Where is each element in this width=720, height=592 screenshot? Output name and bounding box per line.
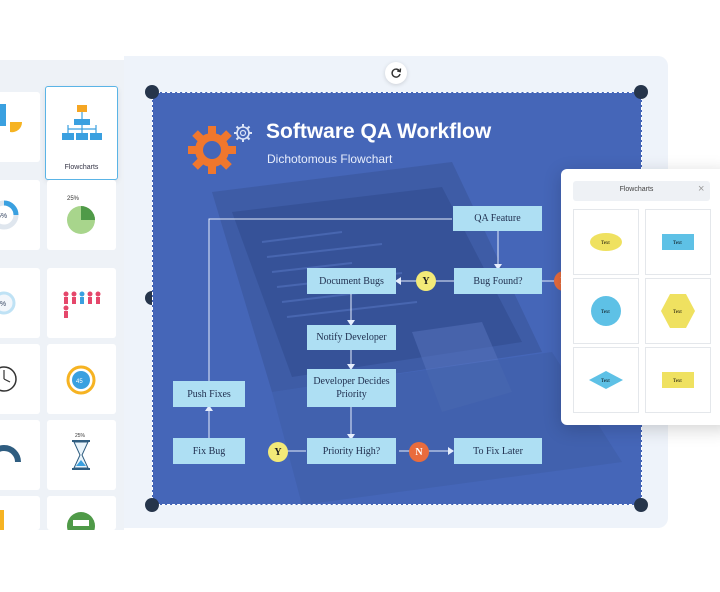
hourglass-label: 25%: [75, 433, 86, 439]
template-tile-flowcharts[interactable]: Flowcharts: [45, 86, 118, 180]
template-tile-pie[interactable]: 25%: [47, 180, 116, 250]
gauge-label: 5%: [0, 301, 6, 308]
circle-shape-icon: Text: [591, 296, 621, 326]
resize-handle-top-right[interactable]: [634, 85, 648, 99]
shape-label: Text: [673, 310, 682, 315]
rectangle-shape-icon: Text: [662, 234, 694, 250]
template-tile-hourglass[interactable]: 25%: [47, 420, 116, 490]
node-developer-decides-line1: Developer Decides: [313, 376, 390, 387]
slide-subtitle[interactable]: Dichotomous Flowchart: [267, 152, 393, 166]
template-tile-progress[interactable]: 5%: [0, 180, 40, 250]
resize-handle-top-left[interactable]: [145, 85, 159, 99]
shape-label: Text: [673, 379, 682, 384]
node-push-fixes[interactable]: Push Fixes: [173, 381, 245, 407]
ring-label: 45: [76, 379, 83, 385]
template-tile-partial-2[interactable]: [47, 496, 116, 540]
rotate-icon: [391, 68, 402, 78]
thermometer-icon: [0, 510, 4, 530]
ellipse-shape-icon: Text: [590, 233, 622, 251]
clock-icon: [0, 366, 17, 392]
template-panel: Flowcharts 5% 25% 5%: [0, 60, 124, 540]
node-developer-decides-line2: Priority: [336, 389, 367, 400]
small-gear-icon: [234, 124, 252, 142]
close-icon[interactable]: ×: [698, 183, 705, 195]
resize-handle-bottom-right[interactable]: [634, 498, 648, 512]
gear-icon: [188, 126, 236, 174]
org-chart-icon: [62, 105, 102, 140]
node-developer-decides[interactable]: Developer Decides Priority: [307, 369, 396, 407]
shape-label: Text: [673, 241, 682, 246]
slide-title[interactable]: Software QA Workflow: [266, 120, 492, 143]
rotate-handle[interactable]: [385, 62, 407, 84]
diamond-shape-icon: Text: [589, 371, 623, 389]
node-fix-bug[interactable]: Fix Bug: [173, 438, 245, 464]
shape-rectangle[interactable]: Text: [645, 209, 711, 275]
resize-handle-left[interactable]: [145, 291, 152, 305]
hexagon-shape-icon: Text: [661, 294, 695, 328]
node-qa-feature[interactable]: QA Feature: [453, 206, 542, 231]
no-badge-priority[interactable]: N: [409, 442, 429, 462]
pie-icon: 25%: [67, 196, 95, 234]
tile-label-flowcharts: Flowcharts: [64, 164, 99, 171]
template-tile-charts[interactable]: [0, 92, 40, 162]
shape-panel-header: Flowcharts ×: [573, 181, 710, 201]
yellow-rectangle-shape-icon: Text: [662, 372, 694, 388]
pie-chart-icon: [0, 104, 23, 133]
node-bug-found[interactable]: Bug Found?: [454, 268, 542, 294]
shape-panel-title: Flowcharts: [619, 186, 654, 193]
resize-handle-bottom-left[interactable]: [145, 498, 159, 512]
template-tile-speedometer[interactable]: [0, 420, 40, 490]
yes-badge-bug[interactable]: Y: [416, 271, 436, 291]
shape-hexagon[interactable]: Text: [645, 278, 711, 344]
yes-badge-priority[interactable]: Y: [268, 442, 288, 462]
shape-label: Text: [601, 379, 610, 384]
pie-label: 25%: [67, 196, 80, 202]
slide-canvas[interactable]: Software QA Workflow Dichotomous Flowcha…: [152, 92, 642, 505]
template-tile-ring[interactable]: 45: [47, 344, 116, 414]
shape-label: Text: [601, 310, 610, 315]
shape-library-panel: Flowcharts × Text Text Text Text Text: [561, 169, 720, 425]
badge-chart-icon: [67, 512, 95, 540]
template-tile-clock[interactable]: [0, 344, 40, 414]
shape-label: Text: [601, 241, 610, 246]
shape-ellipse[interactable]: Text: [573, 209, 639, 275]
speedometer-icon: [0, 445, 21, 463]
node-document-bugs[interactable]: Document Bugs: [307, 268, 396, 294]
shape-yellow-rectangle[interactable]: Text: [645, 347, 711, 413]
shape-diamond[interactable]: Text: [573, 347, 639, 413]
ring-chart-icon: 45: [66, 365, 96, 395]
node-to-fix-later[interactable]: To Fix Later: [454, 438, 542, 464]
donut-chart-icon: 5%: [0, 200, 19, 230]
template-tile-people[interactable]: [47, 268, 116, 338]
gauge-icon: 5%: [0, 291, 16, 315]
hourglass-icon: 25%: [72, 433, 90, 470]
node-notify-developer[interactable]: Notify Developer: [307, 325, 396, 350]
progress-label: 5%: [0, 213, 7, 220]
people-icon: [63, 291, 101, 318]
template-tile-gauge[interactable]: 5%: [0, 268, 40, 338]
shape-circle[interactable]: Text: [573, 278, 639, 344]
template-tile-partial-1[interactable]: [0, 496, 40, 530]
node-priority-high[interactable]: Priority High?: [307, 438, 396, 464]
